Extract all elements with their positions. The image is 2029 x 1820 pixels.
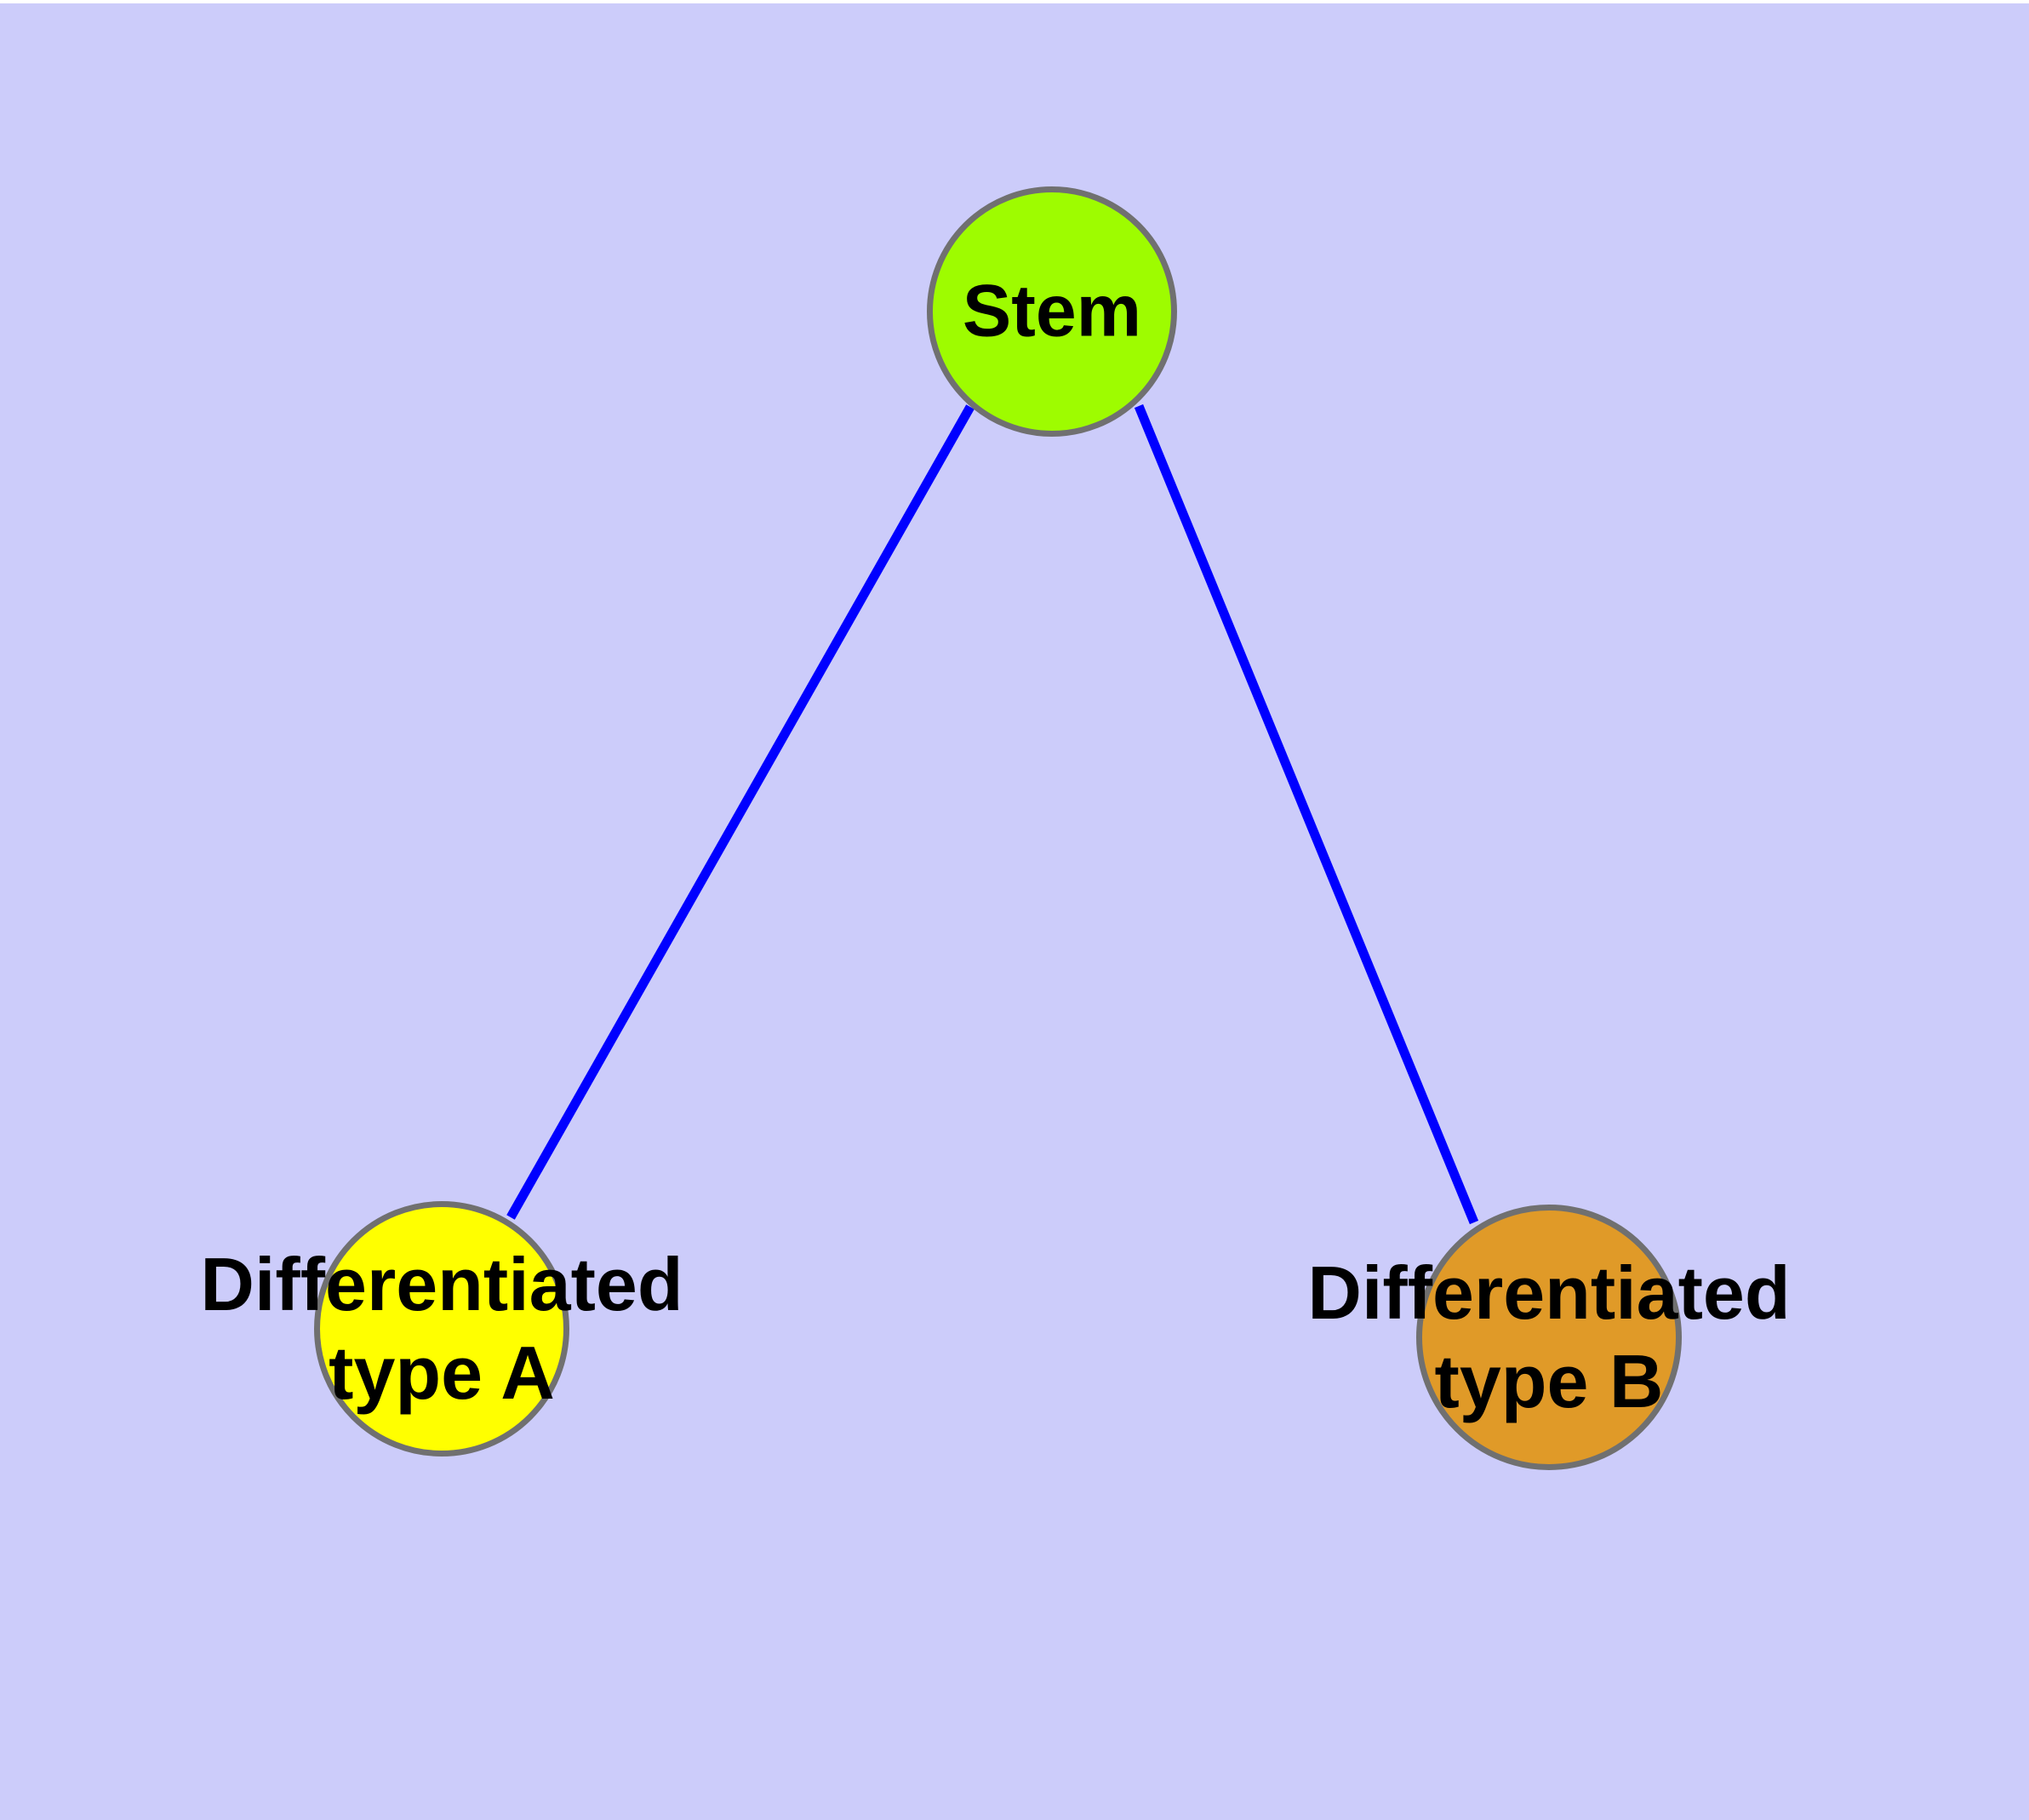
node-differentiated-type-b[interactable]: Differentiated type B (1307, 1205, 1791, 1470)
edge-stem-to-differentiated-type-a[interactable] (506, 404, 974, 1220)
node-differentiated-type-a[interactable]: Differentiated type A (200, 1201, 683, 1457)
node-differentiated-type-b-label: Differentiated type B (1307, 1251, 1791, 1423)
node-stem-label: Stem (962, 270, 1142, 352)
edge-stem-to-differentiated-type-b[interactable] (1134, 403, 1479, 1225)
node-differentiated-type-a-label: Differentiated type A (200, 1242, 683, 1415)
node-stem[interactable]: Stem (927, 186, 1177, 437)
